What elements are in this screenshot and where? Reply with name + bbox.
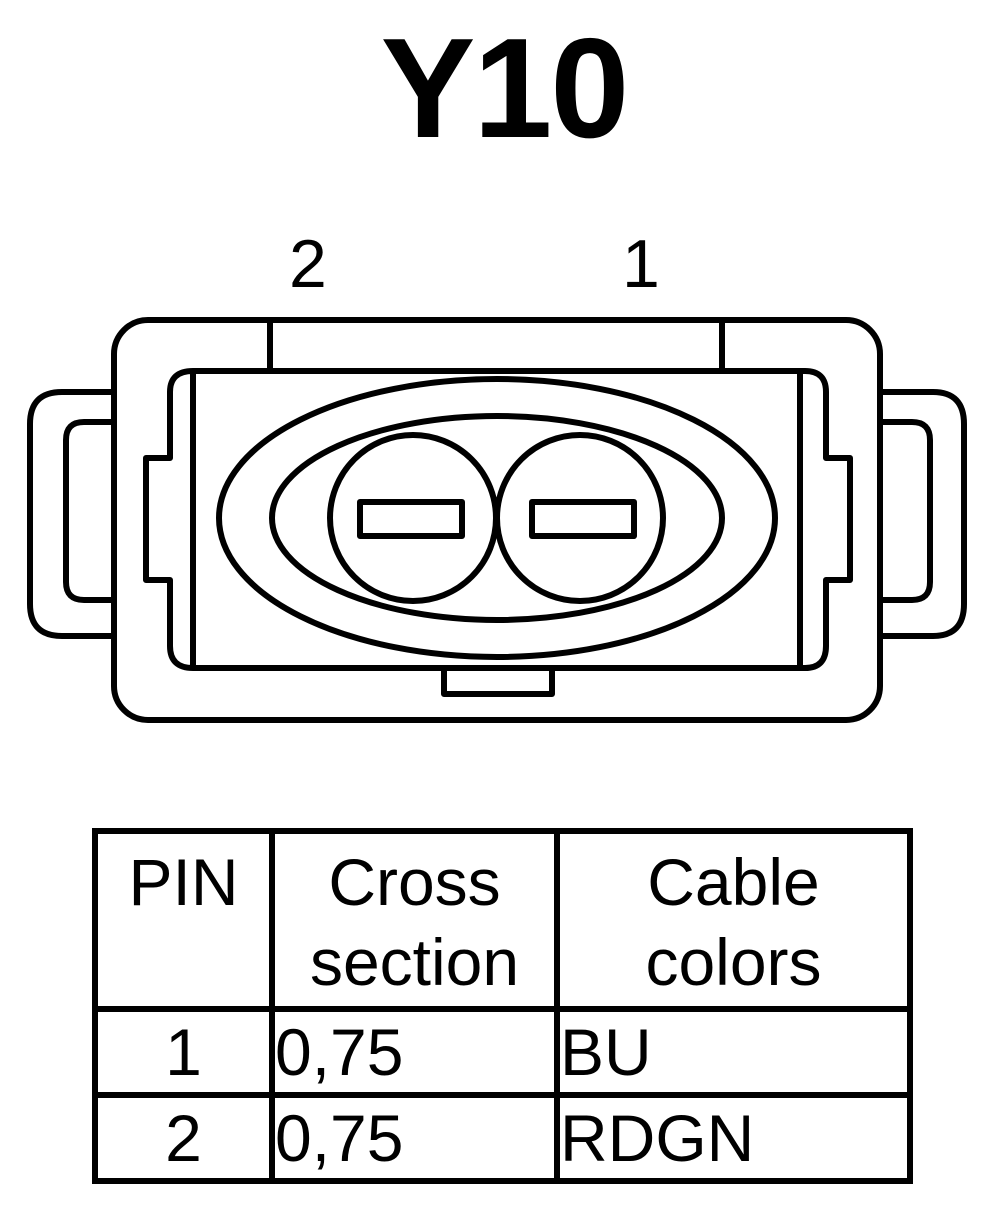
header-cross-section: Cross section (269, 828, 560, 1012)
table-row: 1 0,75 BU (92, 1006, 913, 1098)
header-cable-colors-line-1: Cable (647, 845, 820, 919)
table-header-row: PIN Cross section Cable colors (92, 828, 913, 1012)
pin-assignment-table: PIN Cross section Cable colors 1 0,75 BU… (92, 828, 913, 1184)
connector-face-diagram (27, 317, 967, 723)
row-1-pin: 1 (92, 1006, 275, 1098)
pin-1-socket (494, 432, 666, 604)
row-2-cross-section: 0,75 (269, 1092, 560, 1184)
left-latch-inner (63, 419, 117, 603)
row-1-color: BU (554, 1006, 913, 1098)
header-cable-colors-line-2: colors (645, 925, 822, 999)
left-latch (27, 389, 117, 639)
row-1-cross-section: 0,75 (269, 1006, 560, 1098)
inner-body (143, 368, 853, 671)
header-cross-section-line-2: section (309, 925, 520, 999)
header-cable-colors: Cable colors (554, 828, 913, 1012)
row-2-color: RDGN (554, 1092, 913, 1184)
right-latch-inner (879, 419, 933, 603)
row-2-pin: 2 (92, 1092, 275, 1184)
right-latch (879, 389, 967, 639)
pin-label-1: 1 (622, 226, 660, 302)
pin-2-socket (327, 432, 499, 604)
header-cross-section-line-1: Cross (328, 845, 501, 919)
inner-ellipse (269, 413, 725, 623)
header-pin: PIN (92, 828, 275, 1012)
pin-1-contact (529, 499, 637, 539)
pin-2-contact (357, 499, 465, 539)
pin-label-2: 2 (289, 226, 327, 302)
table-row: 2 0,75 RDGN (92, 1092, 913, 1184)
connector-title: Y10 (380, 9, 630, 168)
outer-ellipse (216, 376, 778, 660)
outer-housing (111, 317, 883, 723)
bottom-key (441, 668, 555, 697)
